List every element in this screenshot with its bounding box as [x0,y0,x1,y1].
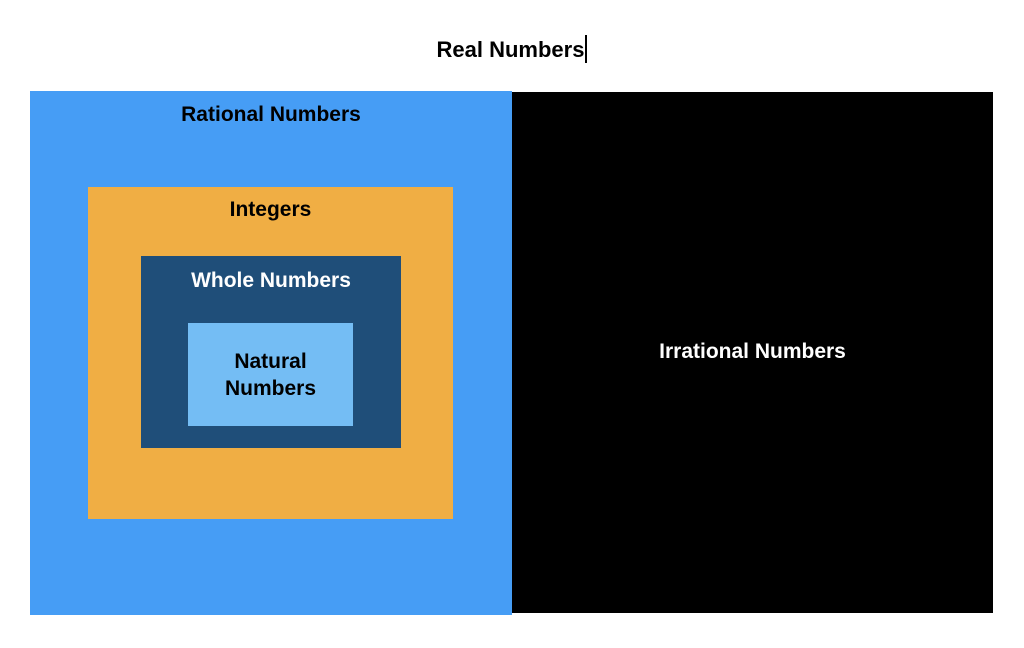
natural-numbers-box[interactable]: Natural Numbers [188,323,353,426]
rational-numbers-label: Rational Numbers [181,103,361,126]
natural-numbers-label: Natural Numbers [224,349,317,400]
whole-numbers-label: Whole Numbers [191,269,351,292]
integers-box[interactable]: Integers Whole Numbers Natural Numbers [88,187,453,519]
diagram-title-text: Real Numbers [436,37,585,62]
irrational-numbers-box[interactable]: Irrational Numbers [512,92,993,613]
rational-numbers-box[interactable]: Rational Numbers Integers Whole Numbers … [30,91,512,615]
diagram-title-textbox[interactable]: Real Numbers [0,35,1024,65]
integers-label: Integers [229,198,312,221]
irrational-numbers-label: Irrational Numbers [659,340,846,364]
whole-numbers-box[interactable]: Whole Numbers Natural Numbers [141,256,401,448]
text-insertion-caret [585,35,588,64]
